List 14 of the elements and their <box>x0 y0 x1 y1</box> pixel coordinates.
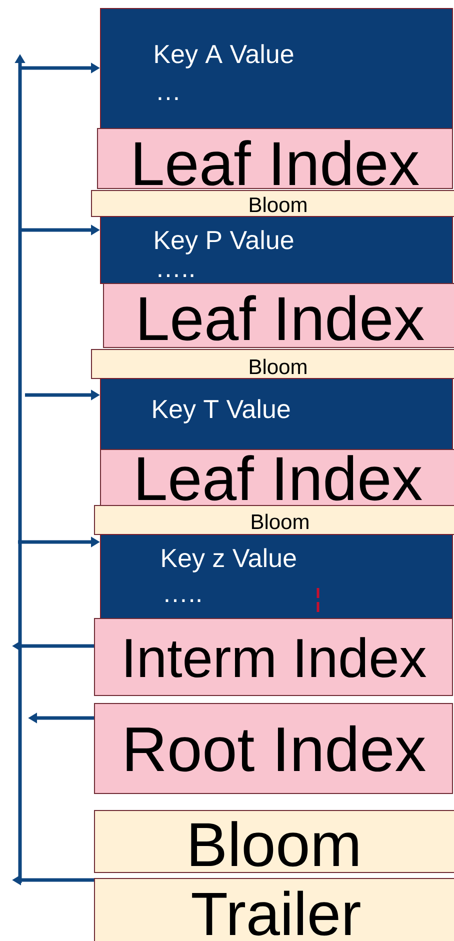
bloom-box: Bloom <box>94 810 454 873</box>
data-block: Key P Value ….. <box>100 216 453 284</box>
index-box: Leaf Index <box>103 283 454 348</box>
bloom-box: Trailer <box>94 878 454 941</box>
bloom-box: Bloom <box>94 505 454 535</box>
data-block: Key z Value ….. <box>100 534 453 619</box>
data-block: Key A Value … <box>100 8 453 129</box>
index-box: Leaf Index <box>100 449 454 506</box>
bloom-box: Bloom <box>91 190 454 217</box>
index-box: Interm Index <box>94 618 453 696</box>
bloom-box: Bloom <box>91 349 454 379</box>
data-block: Key T Value <box>100 378 453 450</box>
index-box: Root Index <box>94 703 453 794</box>
index-box: Leaf Index <box>97 128 453 189</box>
